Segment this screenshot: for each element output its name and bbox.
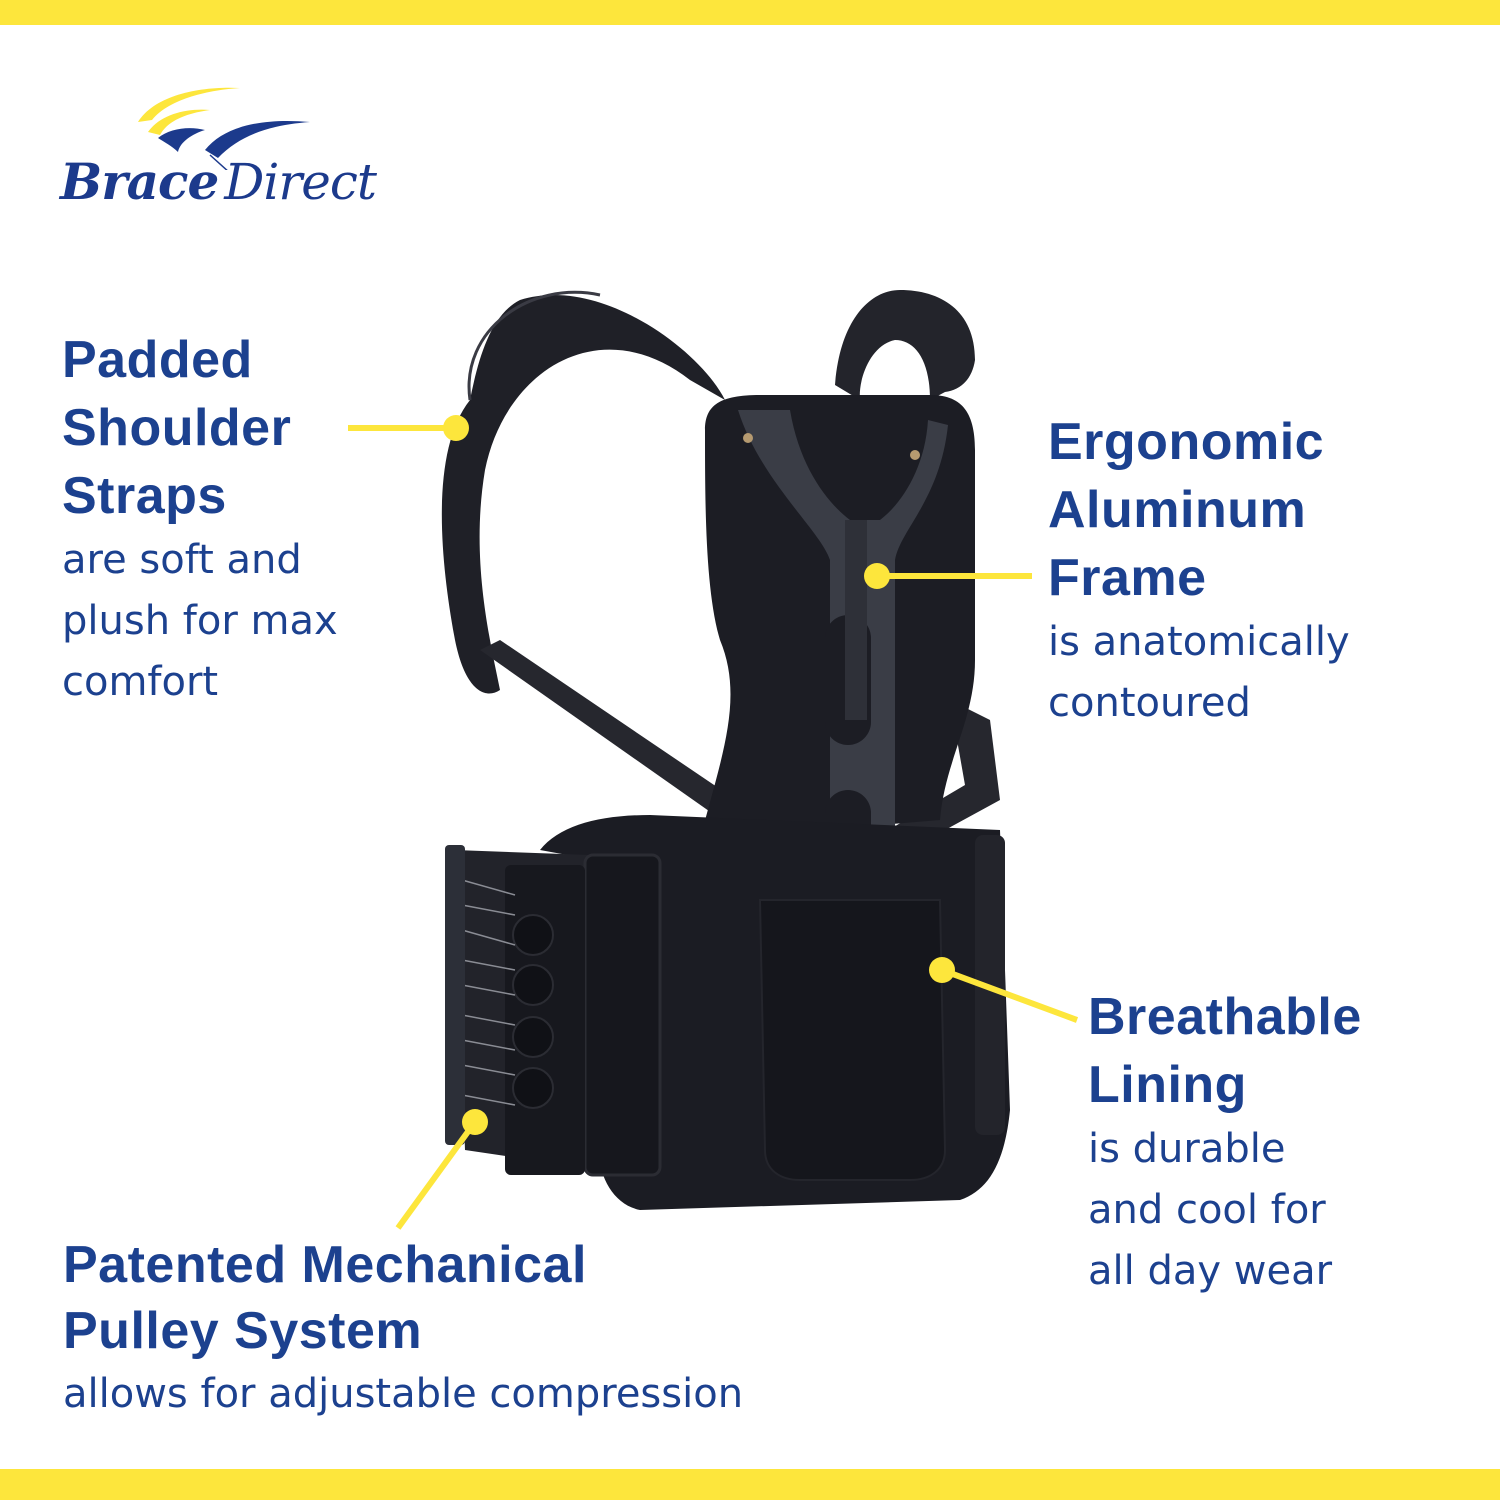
- feature-padded-shoulder-straps: Padded Shoulder Straps are soft and plus…: [62, 326, 338, 713]
- feature-heading: Aluminum: [1048, 481, 1307, 539]
- feature-heading: Frame: [1048, 549, 1207, 607]
- velcro-tab: [583, 853, 662, 1177]
- feature-description: contoured: [1048, 680, 1251, 726]
- feature-heading: Ergonomic: [1048, 413, 1325, 471]
- feature-heading: Pulley System: [63, 1302, 423, 1360]
- feature-ergonomic-aluminum-frame: Ergonomic Aluminum Frame is anatomically…: [1048, 408, 1350, 734]
- feature-heading: Patented Mechanical: [63, 1236, 587, 1294]
- feature-heading: Straps: [62, 467, 227, 525]
- feature-description: and cool for: [1088, 1187, 1326, 1233]
- pulley-button-4: [512, 1067, 554, 1109]
- pulley-button-3: [512, 1016, 554, 1058]
- left-belt-edge: [445, 845, 465, 1145]
- logo-brace-text: Brace: [60, 152, 219, 211]
- bottom-yellow-bar: [0, 1469, 1500, 1500]
- pulley-cords: [461, 879, 516, 1106]
- feature-description: plush for max: [62, 598, 338, 644]
- left-shoulder-strap: [441, 295, 725, 694]
- feature-heading: Lining: [1088, 1056, 1247, 1114]
- feature-description: all day wear: [1088, 1248, 1333, 1294]
- right-belt-side: [975, 835, 1005, 1135]
- feature-description: is durable: [1088, 1126, 1286, 1172]
- right-shoulder-strap: [835, 290, 975, 400]
- feature-patented-pulley-system: Patented Mechanical Pulley System allows…: [63, 1232, 743, 1425]
- feature-heading: Breathable: [1088, 988, 1362, 1046]
- logo-direct-text: Direct: [224, 153, 377, 211]
- feature-description: is anatomically: [1048, 619, 1350, 665]
- feature-breathable-lining: Breathable Lining is durable and cool fo…: [1088, 983, 1362, 1302]
- logo-swoosh-icon: [138, 87, 310, 170]
- frame-center-strap: [845, 520, 867, 720]
- feature-heading: Padded: [62, 331, 253, 389]
- lining-pocket: [758, 899, 947, 1181]
- feature-description: comfort: [62, 659, 219, 705]
- feature-description: are soft and: [62, 537, 302, 583]
- feature-description: allows for adjustable compression: [63, 1371, 744, 1417]
- pulley-button-1: [512, 914, 554, 956]
- feature-heading: Shoulder: [62, 399, 292, 457]
- top-yellow-bar: [0, 0, 1500, 25]
- pulley-button-2: [512, 964, 554, 1006]
